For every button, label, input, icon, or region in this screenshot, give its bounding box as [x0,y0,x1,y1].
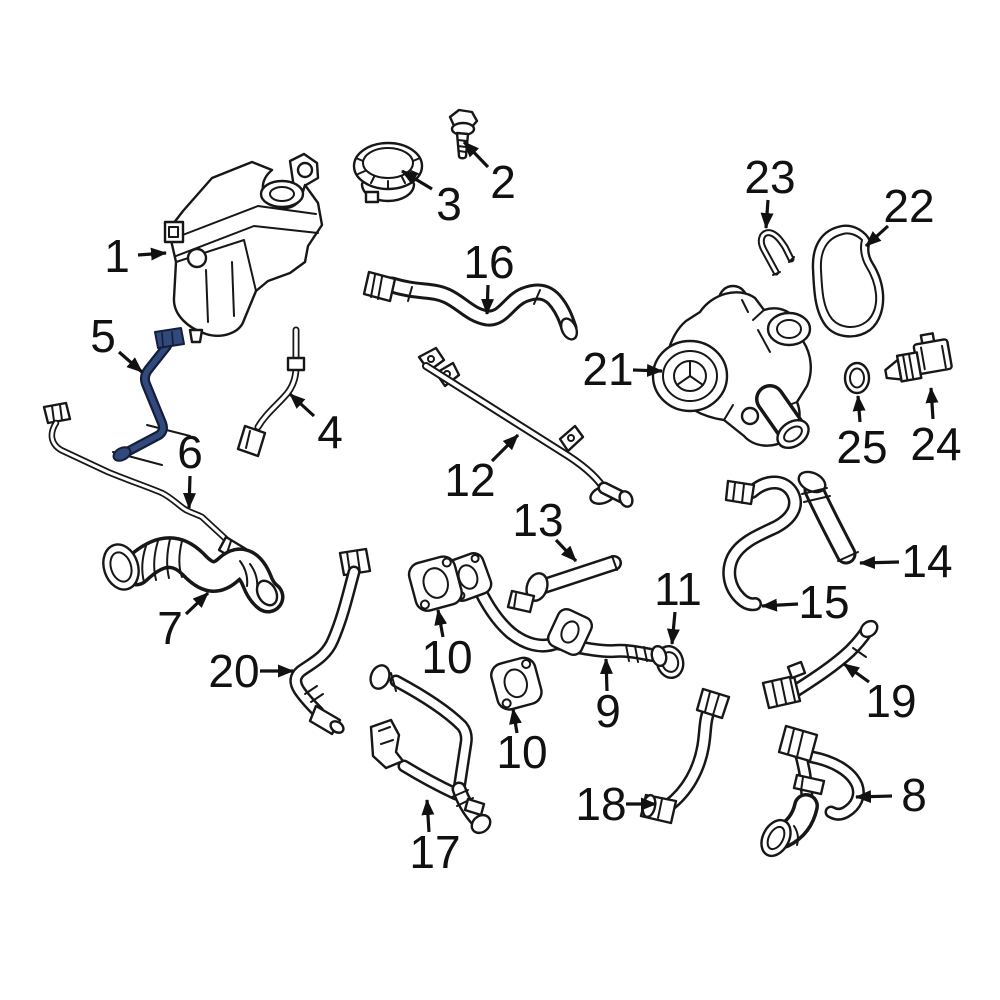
callout-arrow-6-overflow-hose [182,475,196,509]
callout-label-17-hose-assembly-17[interactable]: 17 [409,826,460,878]
callout-arrow-25-seal-ring [852,395,866,423]
callout-label-24-temperature-sensor[interactable]: 24 [910,418,961,470]
callout-arrow-10-gasket-upper [434,609,448,638]
part-14-coolant-hose[interactable] [796,468,859,565]
part-19-coolant-hose[interactable] [761,618,880,710]
part-10-gasket-lower[interactable] [489,655,545,712]
part-3-reservoir-cap[interactable] [352,141,424,204]
callout-label-4-level-sensor[interactable]: 4 [317,406,343,458]
callout-arrow-16-hose-16 [481,284,495,315]
callout-label-23-retaining-clip[interactable]: 23 [744,151,795,203]
part-17-hose-assembly[interactable] [367,663,493,837]
part-22-housing-gasket[interactable] [811,224,885,338]
callout-arrow-3-reservoir-cap [401,169,433,191]
part-8-hose-assembly[interactable] [756,724,865,861]
callout-arrow-19-hose-19 [843,662,870,684]
callout-label-14-hose-14[interactable]: 14 [901,535,952,587]
part-16-coolant-hose[interactable] [362,270,580,342]
callout-arrow-15-hose-15 [761,598,799,612]
callout-arrow-9-coolant-pipe-9 [599,658,613,692]
part-20-coolant-hose[interactable] [289,547,372,736]
diagram-artwork [42,108,953,861]
callout-label-3-reservoir-cap[interactable]: 3 [436,178,462,230]
part-13-bypass-hose[interactable] [506,555,622,614]
callout-label-22-housing-gasket[interactable]: 22 [883,180,934,232]
part-10-gasket-upper[interactable] [406,554,464,613]
callout-label-8-hose-assembly-8[interactable]: 8 [901,769,927,821]
callout-label-1-expansion-tank[interactable]: 1 [104,230,130,282]
callout-label-13-bypass-hose[interactable]: 13 [512,494,563,546]
callout-label-16-hose-16[interactable]: 16 [463,236,514,288]
callout-label-18-hose-18[interactable]: 18 [575,778,626,830]
part-7-radiator-hose[interactable] [98,536,285,614]
callout-label-19-hose-19[interactable]: 19 [865,675,916,727]
callout-arrow-8-hose-assembly-8 [855,790,893,804]
callout-label-9-coolant-pipe-9[interactable]: 9 [595,685,621,737]
part-5-vent-hose-highlighted[interactable] [111,327,191,466]
callout-arrow-5-vent-hose-highlighted [117,350,144,374]
part-1-expansion-tank[interactable] [163,152,324,344]
callout-arrow-14-hose-14 [859,556,900,570]
callout-arrow-4-level-sensor [288,392,316,418]
part-25-seal-ring[interactable] [843,361,871,395]
callout-arrow-2-bolt [462,140,490,169]
callout-arrow-13-bypass-hose [554,538,578,563]
part-9-coolant-pipe[interactable] [442,550,668,668]
callout-label-12-pipe-with-brackets[interactable]: 12 [444,454,495,506]
part-15-coolant-hose[interactable] [722,475,802,612]
callout-label-2-bolt[interactable]: 2 [490,156,516,208]
part-24-temperature-sensor[interactable] [880,331,953,384]
part-23-retaining-clip[interactable] [757,229,795,276]
callout-arrow-11-o-ring [666,611,680,645]
part-4-level-sensor[interactable] [236,326,306,458]
part-21-thermostat-housing[interactable] [651,284,814,454]
callout-layer: 1234567891010111213141516171819202122232… [90,140,962,878]
callout-arrow-1-expansion-tank [137,247,167,261]
part-6-overflow-hose[interactable] [42,401,248,564]
callout-arrow-23-retaining-clip [760,199,774,229]
callout-label-20-hose-20[interactable]: 20 [208,645,259,697]
callout-label-25-seal-ring[interactable]: 25 [836,421,887,473]
callout-label-15-hose-15[interactable]: 15 [798,576,849,628]
callout-label-21-thermostat-housing[interactable]: 21 [582,343,633,395]
callout-label-7-radiator-hose[interactable]: 7 [157,602,183,654]
callout-label-5-vent-hose-highlighted[interactable]: 5 [90,310,116,362]
callout-label-11-o-ring[interactable]: 11 [654,563,702,615]
callout-label-6-overflow-hose[interactable]: 6 [177,426,203,478]
callout-label-10-gasket-lower[interactable]: 10 [496,726,547,778]
callout-arrow-21-thermostat-housing [632,363,663,377]
callout-arrow-22-housing-gasket [864,224,890,248]
callout-label-10-gasket-upper[interactable]: 10 [421,631,472,683]
callout-arrow-12-pipe-with-brackets [490,433,520,463]
callout-arrow-17-hose-assembly-17 [421,799,435,833]
callout-arrow-7-radiator-hose [184,591,210,616]
callout-arrow-10-gasket-lower [509,708,522,734]
part-12-coolant-pipe-brackets[interactable] [417,346,635,509]
callout-arrow-24-temperature-sensor [925,387,939,420]
